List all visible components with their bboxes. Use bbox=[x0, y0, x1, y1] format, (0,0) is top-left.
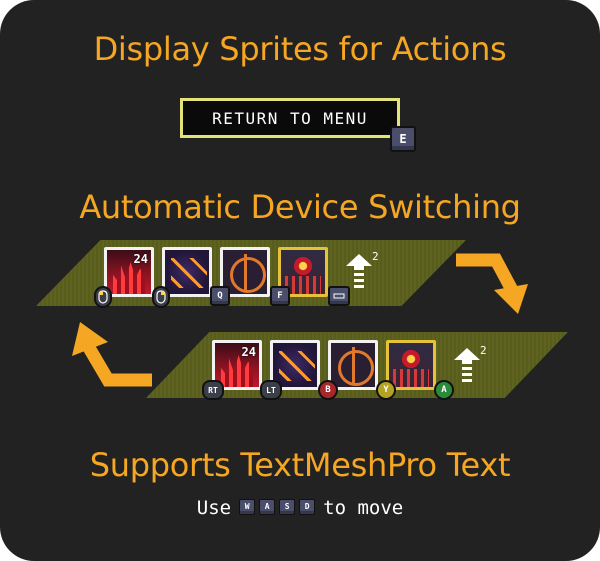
key-d-icon: D bbox=[299, 498, 316, 515]
upgrade-arrow-icon: 2 bbox=[346, 250, 379, 288]
key-s-icon: S bbox=[279, 498, 296, 515]
gamepad-lt-icon: LT bbox=[260, 380, 282, 400]
ammo-count: 24 bbox=[241, 345, 256, 359]
fire-burst-icon: 24 bbox=[104, 247, 154, 297]
return-to-menu-label: RETURN TO MENU bbox=[212, 108, 368, 128]
upgrade-count: 2 bbox=[372, 250, 379, 263]
key-w-icon: W bbox=[239, 498, 256, 515]
key-a-icon: A bbox=[259, 498, 276, 515]
key-q-icon: Q bbox=[210, 286, 230, 306]
space-bar-icon bbox=[328, 286, 350, 306]
mouse-left-icon bbox=[94, 286, 112, 308]
target-reticle-icon bbox=[220, 247, 270, 297]
mouse-right-icon bbox=[152, 286, 170, 308]
key-e-icon: E bbox=[390, 126, 416, 152]
missile-barrage-icon bbox=[162, 247, 212, 297]
return-to-menu-button[interactable]: RETURN TO MENU bbox=[180, 98, 400, 138]
gamepad-y-icon: Y bbox=[376, 380, 396, 400]
heading-display-sprites: Display Sprites for Actions bbox=[93, 30, 507, 68]
ammo-count: 24 bbox=[133, 252, 148, 266]
gamepad-rt-icon: RT bbox=[202, 380, 224, 400]
heading-device-switching: Automatic Device Switching bbox=[79, 188, 521, 226]
heading-textmeshpro: Supports TextMeshPro Text bbox=[89, 446, 511, 484]
key-f-icon: F bbox=[270, 286, 290, 306]
upgrade-arrow-icon: 2 bbox=[454, 344, 487, 382]
target-reticle-icon bbox=[328, 340, 378, 390]
red-eye-icon bbox=[386, 340, 436, 390]
gamepad-a-icon: A bbox=[434, 380, 454, 400]
caption-before: Use bbox=[196, 497, 232, 519]
switch-arrow-up-icon bbox=[66, 316, 156, 392]
gamepad-b-icon: B bbox=[318, 380, 338, 400]
switch-arrow-down-icon bbox=[452, 250, 532, 320]
caption-after: to move bbox=[323, 497, 404, 519]
upgrade-count: 2 bbox=[480, 344, 487, 357]
